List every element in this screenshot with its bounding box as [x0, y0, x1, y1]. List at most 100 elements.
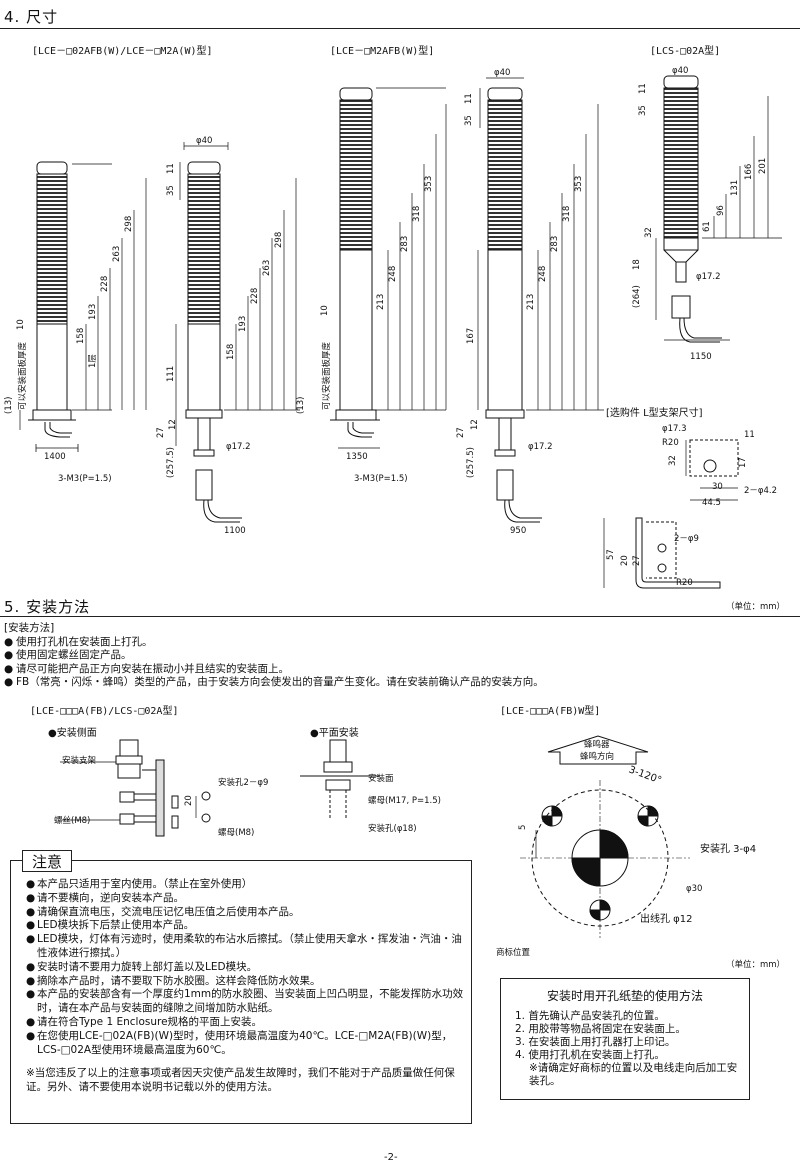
dim-158-a: 158 — [76, 327, 86, 344]
dim-b9: 2－φ9 — [674, 534, 699, 544]
dim-phi17-c: φ17.2 — [696, 272, 721, 282]
dim-228-a: 228 — [100, 275, 110, 292]
trademark-label: 商标位置 — [496, 948, 531, 958]
dim-2575-a: (257.5) — [166, 447, 176, 478]
dim-213-b: 213 — [526, 293, 536, 310]
dim-2575-b: (257.5) — [466, 447, 476, 478]
notice-item: ●请确保直流电压，交流电压记忆电压值之后使用本产品。 — [26, 905, 300, 918]
dim-263-b: 263 — [262, 259, 272, 276]
cable-hole-label: 出线孔 φ12 — [640, 914, 693, 925]
plane-mount-drawing — [300, 739, 380, 820]
d30-label: φ30 — [686, 884, 703, 894]
guide-step: 4. 使用打孔机在安装面上打孔。 — [515, 1049, 665, 1061]
notice-footer: ※当您违反了以上的注意事项或者因天灾使产品发生故障时，我们不能对于产品质量做任何… — [26, 1067, 455, 1094]
tower-4 — [485, 77, 542, 523]
dim-b32: 32 — [668, 455, 678, 466]
section-divider — [0, 28, 800, 29]
dim-m3-b: 3-M3(P=1.5) — [354, 474, 408, 484]
install-steps: [安装方法] ●使用打孔机在安装面上打孔。 ●使用固定螺丝固定产品。 ●请尽可能… — [4, 622, 794, 690]
dim-1400: 1400 — [44, 452, 66, 462]
dim-318-a: 318 — [412, 205, 422, 222]
d5-label: 5 — [518, 824, 528, 830]
dim-248-a: 248 — [388, 265, 398, 282]
dim-228-b: 228 — [250, 287, 260, 304]
dim-283-b: 283 — [550, 235, 560, 252]
dim-193-b: 193 — [238, 315, 248, 332]
dim-20-install: 20 — [184, 795, 194, 806]
notice-item: ●请在符合Type 1 Enclosure规格的平面上安装。 — [26, 1015, 263, 1028]
notice-title: 注意 — [22, 850, 72, 872]
dim-11-a: 11 — [166, 163, 176, 174]
guide-step: ※请确定好商标的位置以及电线走向后加工安装孔。 — [529, 1062, 738, 1087]
section-title-dimensions: 4. 尺寸 — [4, 8, 59, 26]
dim-950: 950 — [510, 526, 527, 536]
dim-13-a: (13) — [4, 396, 14, 414]
notice-item: ●请不要横向，逆向安装本产品。 — [26, 891, 184, 904]
bracket-heading: [选购件 L型支架尺寸] — [606, 408, 703, 419]
dim-18: 18 — [632, 259, 642, 270]
hole-template-drawing — [520, 735, 690, 938]
section-divider-2 — [0, 616, 800, 617]
dim-167: 167 — [466, 327, 476, 344]
side-mount-drawing — [60, 739, 211, 837]
dim-b17: 17 — [738, 457, 748, 468]
dim-b11: 11 — [744, 430, 755, 440]
screw-label: 螺丝(M8) — [54, 816, 91, 826]
dim-35-a: 35 — [166, 185, 176, 196]
model-heading-a: [LCE－□02AFB(W)/LCE－□M2A(W)型] — [32, 46, 213, 57]
dim-158-b: 158 — [226, 343, 236, 360]
tower-3-dimension-lines — [376, 87, 447, 411]
guide-step: 3. 在安装面上用打孔器打上印记。 — [515, 1036, 676, 1048]
install-drawings — [60, 735, 690, 938]
unit-label-2: （单位：mm） — [726, 960, 786, 970]
dim-r20-b: R20 — [676, 578, 693, 588]
dim-12-b: 12 — [470, 419, 480, 430]
notice-box — [10, 860, 472, 1124]
tower-2 — [183, 142, 242, 523]
dim-b20: 20 — [620, 555, 630, 566]
install-model-left: [LCE-□□□A(FB)/LCS-□02A型] — [30, 706, 179, 717]
layer-1-a: 1层 — [88, 354, 98, 368]
page-number: -2- — [384, 1152, 398, 1163]
guide-step: 2. 用胶带等物品将固定在安装面上。 — [515, 1023, 686, 1035]
bracket-label: 安装支架 — [62, 756, 97, 766]
dim-35-c: 35 — [638, 105, 648, 116]
dim-131: 131 — [730, 179, 740, 196]
dim-b57: 57 — [606, 549, 616, 560]
dim-10-a: 10 — [16, 319, 26, 330]
dim-12-a: 12 — [168, 419, 178, 430]
dim-27-a: 27 — [156, 427, 166, 438]
guide-steps: 1. 首先确认产品安装孔的位置。 2. 用胶带等物品将固定在安装面上。 3. 在… — [515, 1010, 739, 1088]
dim-r20-a: R20 — [662, 438, 679, 448]
dim-b42: 2－φ4.2 — [744, 486, 778, 496]
install-step: ●FB（常亮・闪烁・蜂鸣）类型的产品，由于安装方向会使发出的音量产生变化。请在安… — [4, 676, 544, 688]
guide-title: 安装时用开孔纸垫的使用方法 — [546, 989, 703, 1003]
tower-1 — [28, 161, 79, 452]
dim-phi40-c: φ40 — [672, 66, 689, 76]
hole18-label: 安装孔(φ18) — [368, 824, 417, 834]
dim-11-b: 11 — [464, 93, 474, 104]
tower-1-dimension-lines — [19, 163, 147, 430]
dim-m3-a: 3-M3(P=1.5) — [58, 474, 112, 484]
tower-3 — [330, 87, 380, 449]
dim-166: 166 — [744, 163, 754, 180]
dim-248-b: 248 — [538, 265, 548, 282]
tower-4-dimension-lines — [477, 88, 604, 411]
plane-mount-title: ●平面安装 — [310, 728, 359, 739]
dim-27-b: 27 — [456, 427, 466, 438]
bracket-side-view — [603, 517, 721, 589]
notice-item: ●在您使用LCE-□02A(FB)(W)型时，使用环境最高温度为40℃。LCE-… — [26, 1029, 453, 1056]
notice-item: ●摘除本产品时，请不要取下防水胶圈。这样会降低防水效果。 — [26, 974, 321, 987]
dim-353-b: 353 — [574, 175, 584, 192]
section-title-install: 5. 安装方法 — [4, 598, 91, 616]
dim-11-c: 11 — [638, 83, 648, 94]
dim-318-b: 318 — [562, 205, 572, 222]
dim-298-a: 298 — [124, 215, 134, 232]
notice-item: ●LED模块拆下后禁止使用本产品。 — [26, 919, 195, 932]
dim-111: 111 — [166, 365, 176, 382]
dim-phi17-a: φ17.2 — [226, 442, 251, 452]
tower-2-dimension-lines — [175, 162, 300, 446]
dim-10-b: 10 — [320, 305, 330, 316]
dim-298-b: 298 — [274, 231, 284, 248]
dim-b445: 44.5 — [702, 498, 721, 508]
